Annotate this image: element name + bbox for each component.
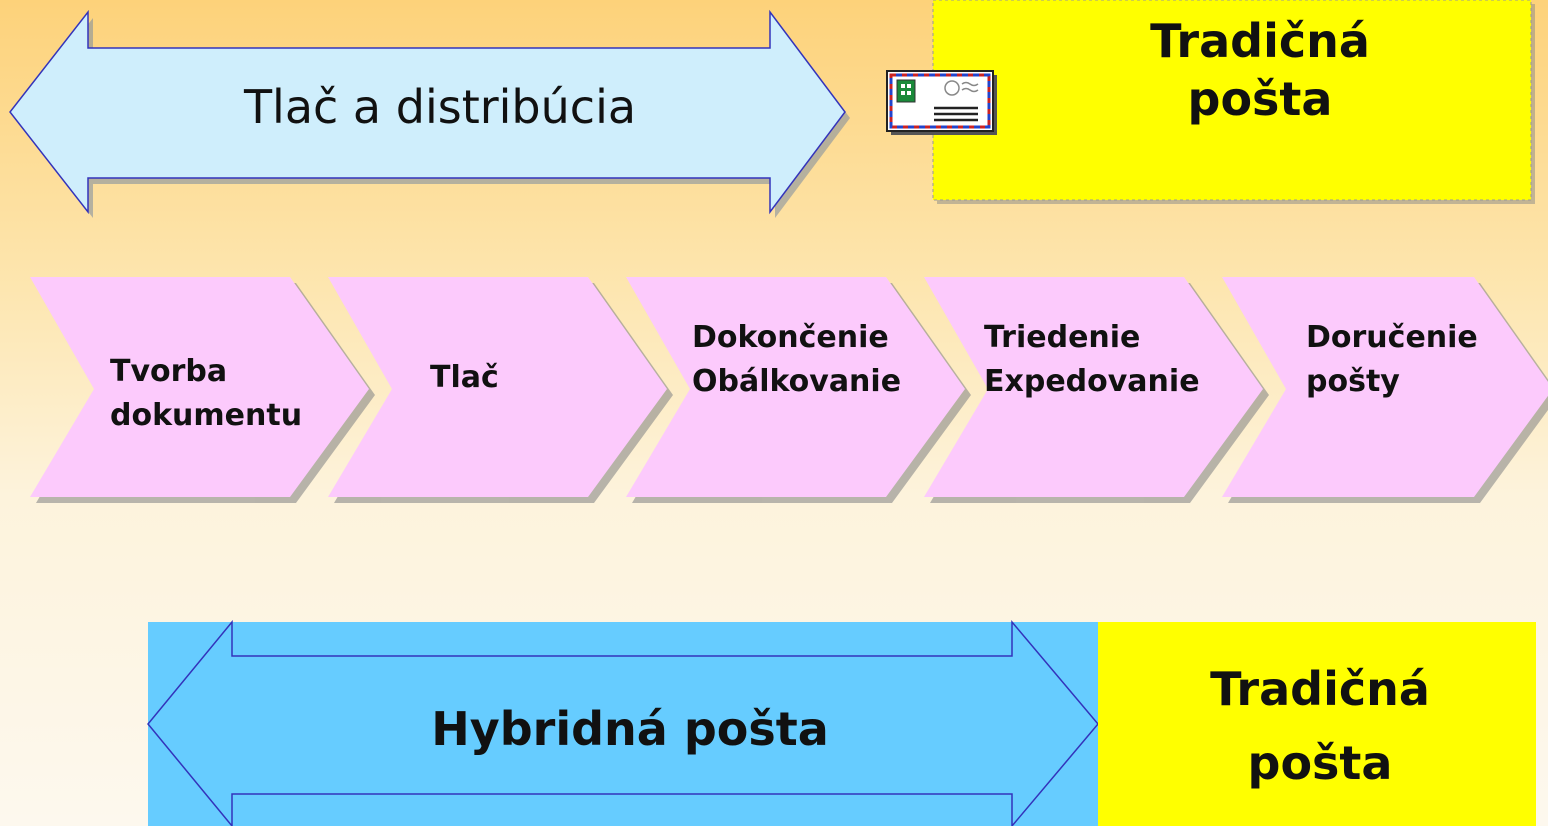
step-4-line2: Expedovanie [984,364,1200,399]
step-5-line2: pošty [1306,364,1400,399]
step-3-chevron [626,277,965,497]
top-box-text: Tradičná pošta [1060,12,1460,128]
step-4-chevron [924,277,1263,497]
step-4-label: Triedenie Expedovanie [984,316,1200,404]
step-3-line2: Obálkovanie [692,364,902,399]
step-4-line1: Triedenie [984,320,1141,355]
step-3-label: Dokončenie Obálkovanie [692,316,901,404]
hybrid-arrow-label: Hybridná pošta [431,702,829,756]
step-5-label: Doručenie pošty [1306,316,1478,404]
bottom-box-text: Tradičná pošta [1120,660,1520,792]
step-2-label: Tlač [430,356,499,400]
step-1-chevron [30,277,369,497]
top-double-arrow [9,9,846,215]
bottom-box [1098,622,1536,826]
top-box-line2: pošta [1187,72,1333,126]
step-1-line1: Tvorba [110,354,228,389]
top-box [932,0,1532,201]
step-5-line1: Doručenie [1306,320,1478,355]
step-2-line1: Tlač [430,360,499,395]
step-5-chevron [1222,277,1548,497]
step-1-line2: dokumentu [110,398,303,433]
bottom-box-line2: pošta [1247,736,1393,790]
hybrid-double-arrow [147,619,1099,826]
step-2-chevron [328,277,667,497]
envelope-icon [886,70,997,135]
top-box-line1: Tradičná [1150,14,1370,68]
step-1-label: Tvorba dokumentu [110,350,302,438]
bottom-box-line1: Tradičná [1210,662,1430,716]
top-arrow-label: Tlač a distribúcia [243,80,637,134]
step-3-line1: Dokončenie [692,320,889,355]
